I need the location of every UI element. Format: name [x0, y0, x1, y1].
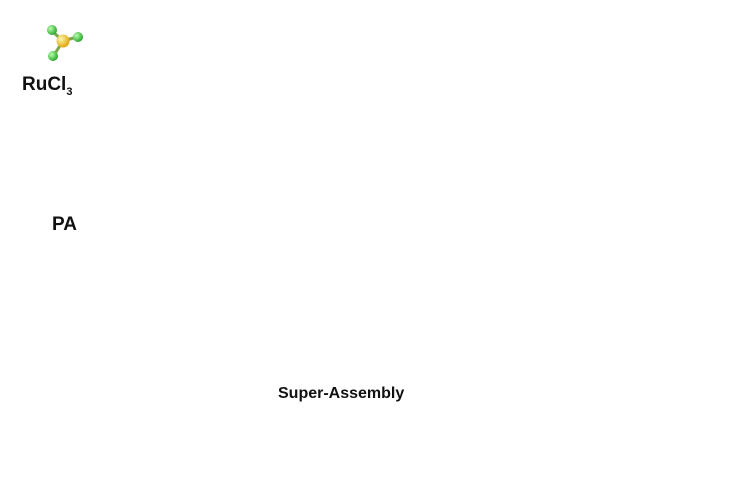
rucl3-label: RuCl3: [22, 74, 72, 98]
super-assembly-label: Super-Assembly: [278, 385, 405, 402]
rucl3-label-sub: 3: [66, 85, 73, 98]
rucl3-label-base: RuCl: [22, 74, 67, 95]
h2-label: H2: [588, 38, 603, 57]
pa-label: PA: [52, 214, 77, 235]
h2-label-base: H: [588, 38, 599, 54]
h2-label-sub: 2: [598, 46, 604, 57]
rucl3-molecule-icon: [47, 25, 83, 61]
